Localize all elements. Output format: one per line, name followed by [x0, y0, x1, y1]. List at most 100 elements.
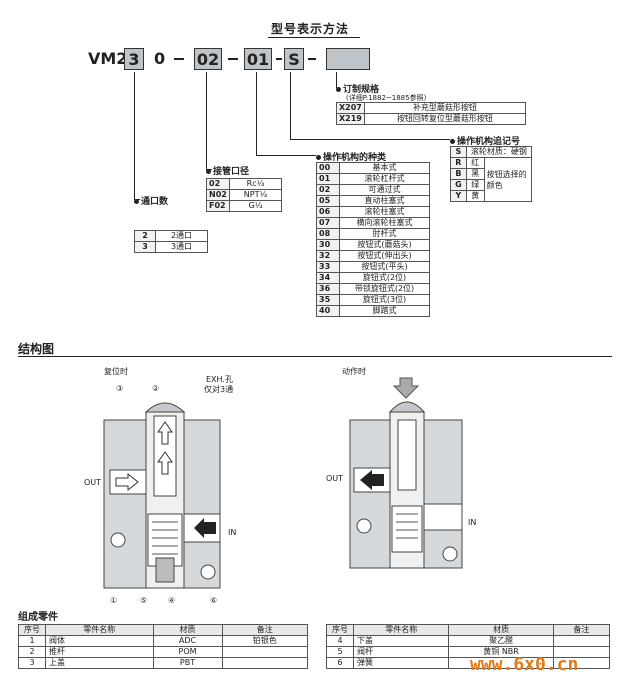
col-header: 备注	[221, 624, 309, 636]
cell-code: Y	[450, 190, 467, 202]
cell-desc: Rc¹⁄₄	[229, 178, 282, 190]
color-note: 按钮选择的颜色	[483, 157, 533, 202]
structure-title: 结构图	[18, 342, 55, 356]
valve-active-diagram	[349, 377, 463, 569]
out-label-reset: OUT	[84, 478, 102, 487]
col-header: 序号	[18, 624, 46, 636]
table-header-row: 序号 零件名称 材质 备注	[326, 624, 611, 636]
watermark: www.6x0.cn	[470, 654, 579, 675]
model-prefix: VM2	[88, 49, 128, 68]
model-box-custom	[326, 48, 370, 70]
table-row: 3 3通口	[134, 241, 208, 253]
table-row: X219 按钮回转复位型蘑菇形按钮	[336, 113, 527, 125]
connector-line	[256, 72, 257, 156]
cell-code: B	[450, 168, 467, 180]
model-dash	[308, 58, 316, 60]
cell-code: 01	[316, 173, 340, 185]
connector-line	[256, 155, 316, 156]
table-header-row: 序号 零件名称 材质 备注	[18, 624, 309, 636]
cell-desc: 基本式	[339, 162, 430, 174]
cell-desc: 按钮式(蘑菇头)	[339, 239, 430, 251]
cell-name: 弹簧	[352, 657, 450, 669]
cell-code: 36	[316, 283, 340, 295]
cell-name: 推杆	[45, 646, 154, 658]
cell-note	[221, 646, 309, 658]
custom-spec-note: (详细P.1882~1885参照)	[346, 94, 427, 102]
col-header: 备注	[552, 624, 611, 636]
cell-code: 2	[134, 230, 156, 242]
cell-code: G	[450, 179, 467, 191]
parts-title: 组成零件	[18, 612, 58, 623]
table-row: F02 G¹⁄₄	[206, 200, 282, 212]
cell-code: 02	[206, 178, 230, 190]
cell-name: 阀杆	[352, 646, 450, 658]
cell-code: 34	[316, 272, 340, 284]
cell-desc: 旋钮式(2位)	[339, 272, 430, 284]
in-label-active: IN	[468, 518, 477, 527]
cell-name: 阀体	[45, 635, 154, 647]
col-header: 序号	[326, 624, 354, 636]
cell-desc: 绿	[465, 179, 485, 191]
cell-material: ADC	[152, 635, 223, 647]
cell-desc: 3通口	[155, 241, 208, 253]
table-row: N02 NPT¹⁄₄	[206, 189, 282, 201]
model-dash	[228, 58, 238, 60]
section-divider	[18, 356, 612, 357]
table-row: 2 2通口	[134, 230, 208, 242]
page-title: 型号表示方法	[270, 22, 349, 36]
model-zero: 0	[154, 49, 166, 68]
cell-note	[552, 635, 611, 647]
cell-material: POM	[152, 646, 223, 658]
cell-desc: 按钮式(伸出头)	[339, 250, 430, 262]
cell-desc: 黑	[465, 168, 485, 180]
cell-code: X207	[336, 102, 365, 114]
cell-no: 4	[326, 635, 354, 647]
table-row: X207 补充型蘑菇形按钮	[336, 102, 527, 114]
callout-2: ②	[152, 384, 160, 393]
port-size-heading: 接管口径	[206, 164, 249, 177]
cell-code: 33	[316, 261, 340, 273]
cell-code: 3	[134, 241, 156, 253]
model-dash	[276, 58, 282, 60]
cell-no: 2	[18, 646, 46, 658]
cell-desc: 补充型蘑菇形按钮	[363, 102, 527, 114]
table-row: R 红 按钮选择的颜色	[450, 157, 533, 202]
suffix-heading: 操作机构追记号	[450, 134, 520, 147]
cell-desc: 按钮式(平头)	[339, 261, 430, 273]
cell-note: 铂银色	[221, 635, 309, 647]
cell-no: 5	[326, 646, 354, 658]
cell-desc: 黄	[465, 190, 485, 202]
table-row: G 绿	[450, 179, 532, 191]
connector-line	[290, 139, 450, 140]
connector-line	[134, 72, 135, 200]
cell-desc: 2通口	[155, 230, 208, 242]
suffix-table: S 滚轮材质：硬钢 R 红 按钮选择的颜色 B 黑 G 绿 Y 黄	[450, 146, 533, 202]
port-size-table: 02 Rc¹⁄₄ N02 NPT¹⁄₄ F02 G¹⁄₄	[206, 178, 282, 212]
custom-spec-table: X207 补充型蘑菇形按钮 X219 按钮回转复位型蘑菇形按钮	[336, 102, 527, 125]
model-box-actuator: 01	[244, 48, 272, 70]
callout-1: ①	[110, 596, 118, 605]
col-header: 材质	[152, 624, 223, 636]
callout-4: ④	[168, 596, 176, 605]
cell-desc: G¹⁄₄	[229, 200, 282, 212]
model-dash	[174, 58, 184, 60]
col-header: 零件名称	[45, 624, 154, 636]
cell-code: 06	[316, 206, 340, 218]
cell-desc: 旋钮式(3位)	[339, 294, 430, 306]
cell-code: 08	[316, 228, 340, 240]
cell-code: N02	[206, 189, 230, 201]
active-label: 动作时	[342, 367, 366, 376]
cell-no: 3	[18, 657, 46, 669]
cell-desc: 滚轮柱塞式	[339, 206, 430, 218]
callout-3: ③	[116, 384, 124, 393]
cell-desc: NPT¹⁄₄	[229, 189, 282, 201]
